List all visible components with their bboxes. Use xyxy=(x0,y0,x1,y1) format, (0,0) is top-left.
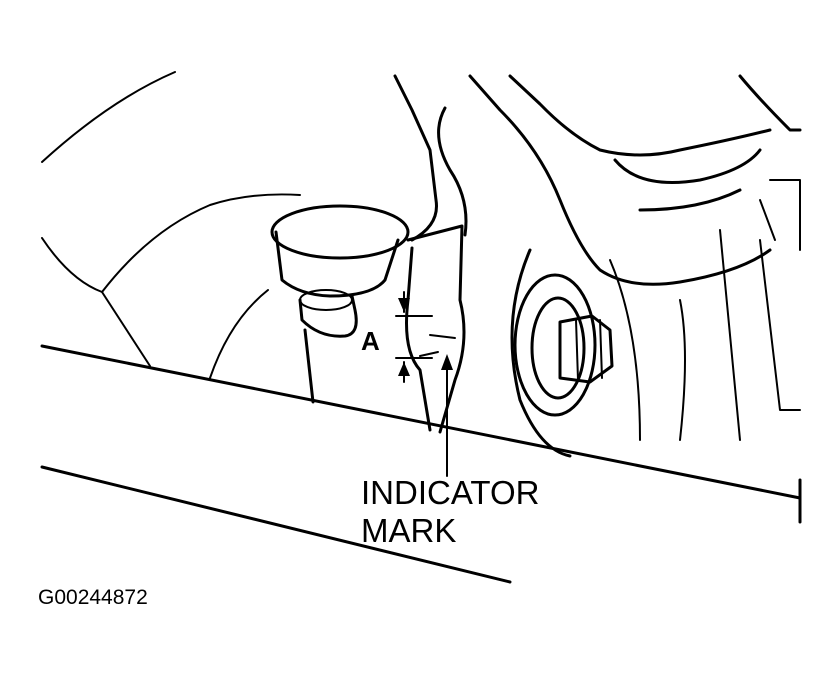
dimension-a-label: A xyxy=(361,326,380,356)
arrow-down-icon xyxy=(398,298,410,312)
frame-lines xyxy=(40,344,802,584)
hub-assembly xyxy=(510,248,614,458)
dimension-a-arrows xyxy=(395,291,433,383)
leader-arrow-icon xyxy=(441,354,453,370)
indicator-leader xyxy=(441,354,453,477)
upper-arm xyxy=(468,74,802,286)
lower-arm xyxy=(609,229,801,441)
indicator-line2: MARK xyxy=(361,512,457,549)
adjust-bolt xyxy=(270,204,410,404)
strut-bracket xyxy=(393,74,468,434)
indicator-line1: INDICATOR xyxy=(361,474,540,511)
body-contour xyxy=(41,71,301,379)
arrow-up-icon xyxy=(398,362,410,376)
figure-id: G00244872 xyxy=(38,586,148,609)
indicator-mark-label: INDICATOR MARK xyxy=(361,474,539,550)
